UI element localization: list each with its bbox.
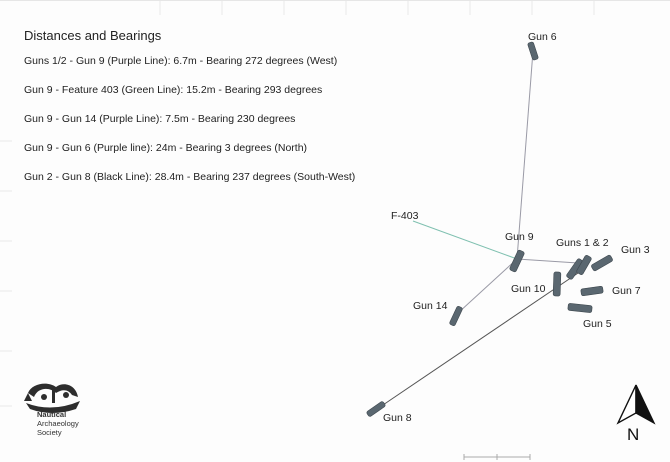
label-gun-14: Gun 14 [413,300,448,312]
logo-text-line: Nautical [37,410,67,419]
gun-3-marker[interactable] [591,254,614,272]
grid-ticks [0,1,595,407]
gun-8-marker[interactable] [366,401,386,417]
label-gun-5: Gun 5 [583,318,612,330]
north-arrow-icon [616,384,656,425]
bearing-line: Gun 9 - Gun 14 (Purple Line): 7.5m - Bea… [24,113,296,125]
label-f-403: F-403 [391,210,419,222]
bearing-line: Gun 9 - Feature 403 (Green Line): 15.2m … [24,84,323,96]
gun-6-marker[interactable] [527,41,539,61]
gun-5-marker[interactable] [567,303,593,313]
bearing-line: Gun 9 - Gun 6 (Purple line): 24m - Beari… [24,142,308,154]
nautical-archaeology-society-logo [24,383,80,413]
line-gun9-f403 [412,220,518,260]
line-gun9-gun14 [457,258,518,314]
gun-14-marker[interactable] [449,306,463,327]
distances-bearings-panel: Distances and Bearings Guns 1/2 - Gun 9 … [24,29,355,201]
line-gun9-gun6 [516,50,534,260]
logo-text-line: Society [37,428,62,437]
gun-7-marker[interactable] [580,285,604,297]
logo-text-line: Archaeology [37,419,79,428]
scale-bar [463,454,531,460]
line-gun12-gun9 [516,258,579,264]
gun-9-marker[interactable] [509,249,525,273]
label-gun-10: Gun 10 [511,283,546,295]
line-gun2-gun8 [376,268,585,410]
panel-title: Distances and Bearings [24,28,162,43]
gun-10-marker[interactable] [552,271,562,297]
gun-2-marker[interactable] [576,255,592,276]
label-gun-3: Gun 3 [621,244,650,256]
label-gun-7: Gun 7 [612,285,641,297]
label-gun-9: Gun 9 [505,231,534,243]
bearing-line: Gun 2 - Gun 8 (Black Line): 28.4m - Bear… [24,171,356,183]
label-guns-1-2: Guns 1 & 2 [556,237,609,249]
label-gun-6: Gun 6 [528,31,557,43]
logo-wordmark: Nautical Archaeology Society [37,410,79,437]
north-label: N [627,425,640,444]
label-gun-8: Gun 8 [383,412,412,424]
bearing-line: Guns 1/2 - Gun 9 (Purple Line): 6.7m - B… [24,55,338,67]
